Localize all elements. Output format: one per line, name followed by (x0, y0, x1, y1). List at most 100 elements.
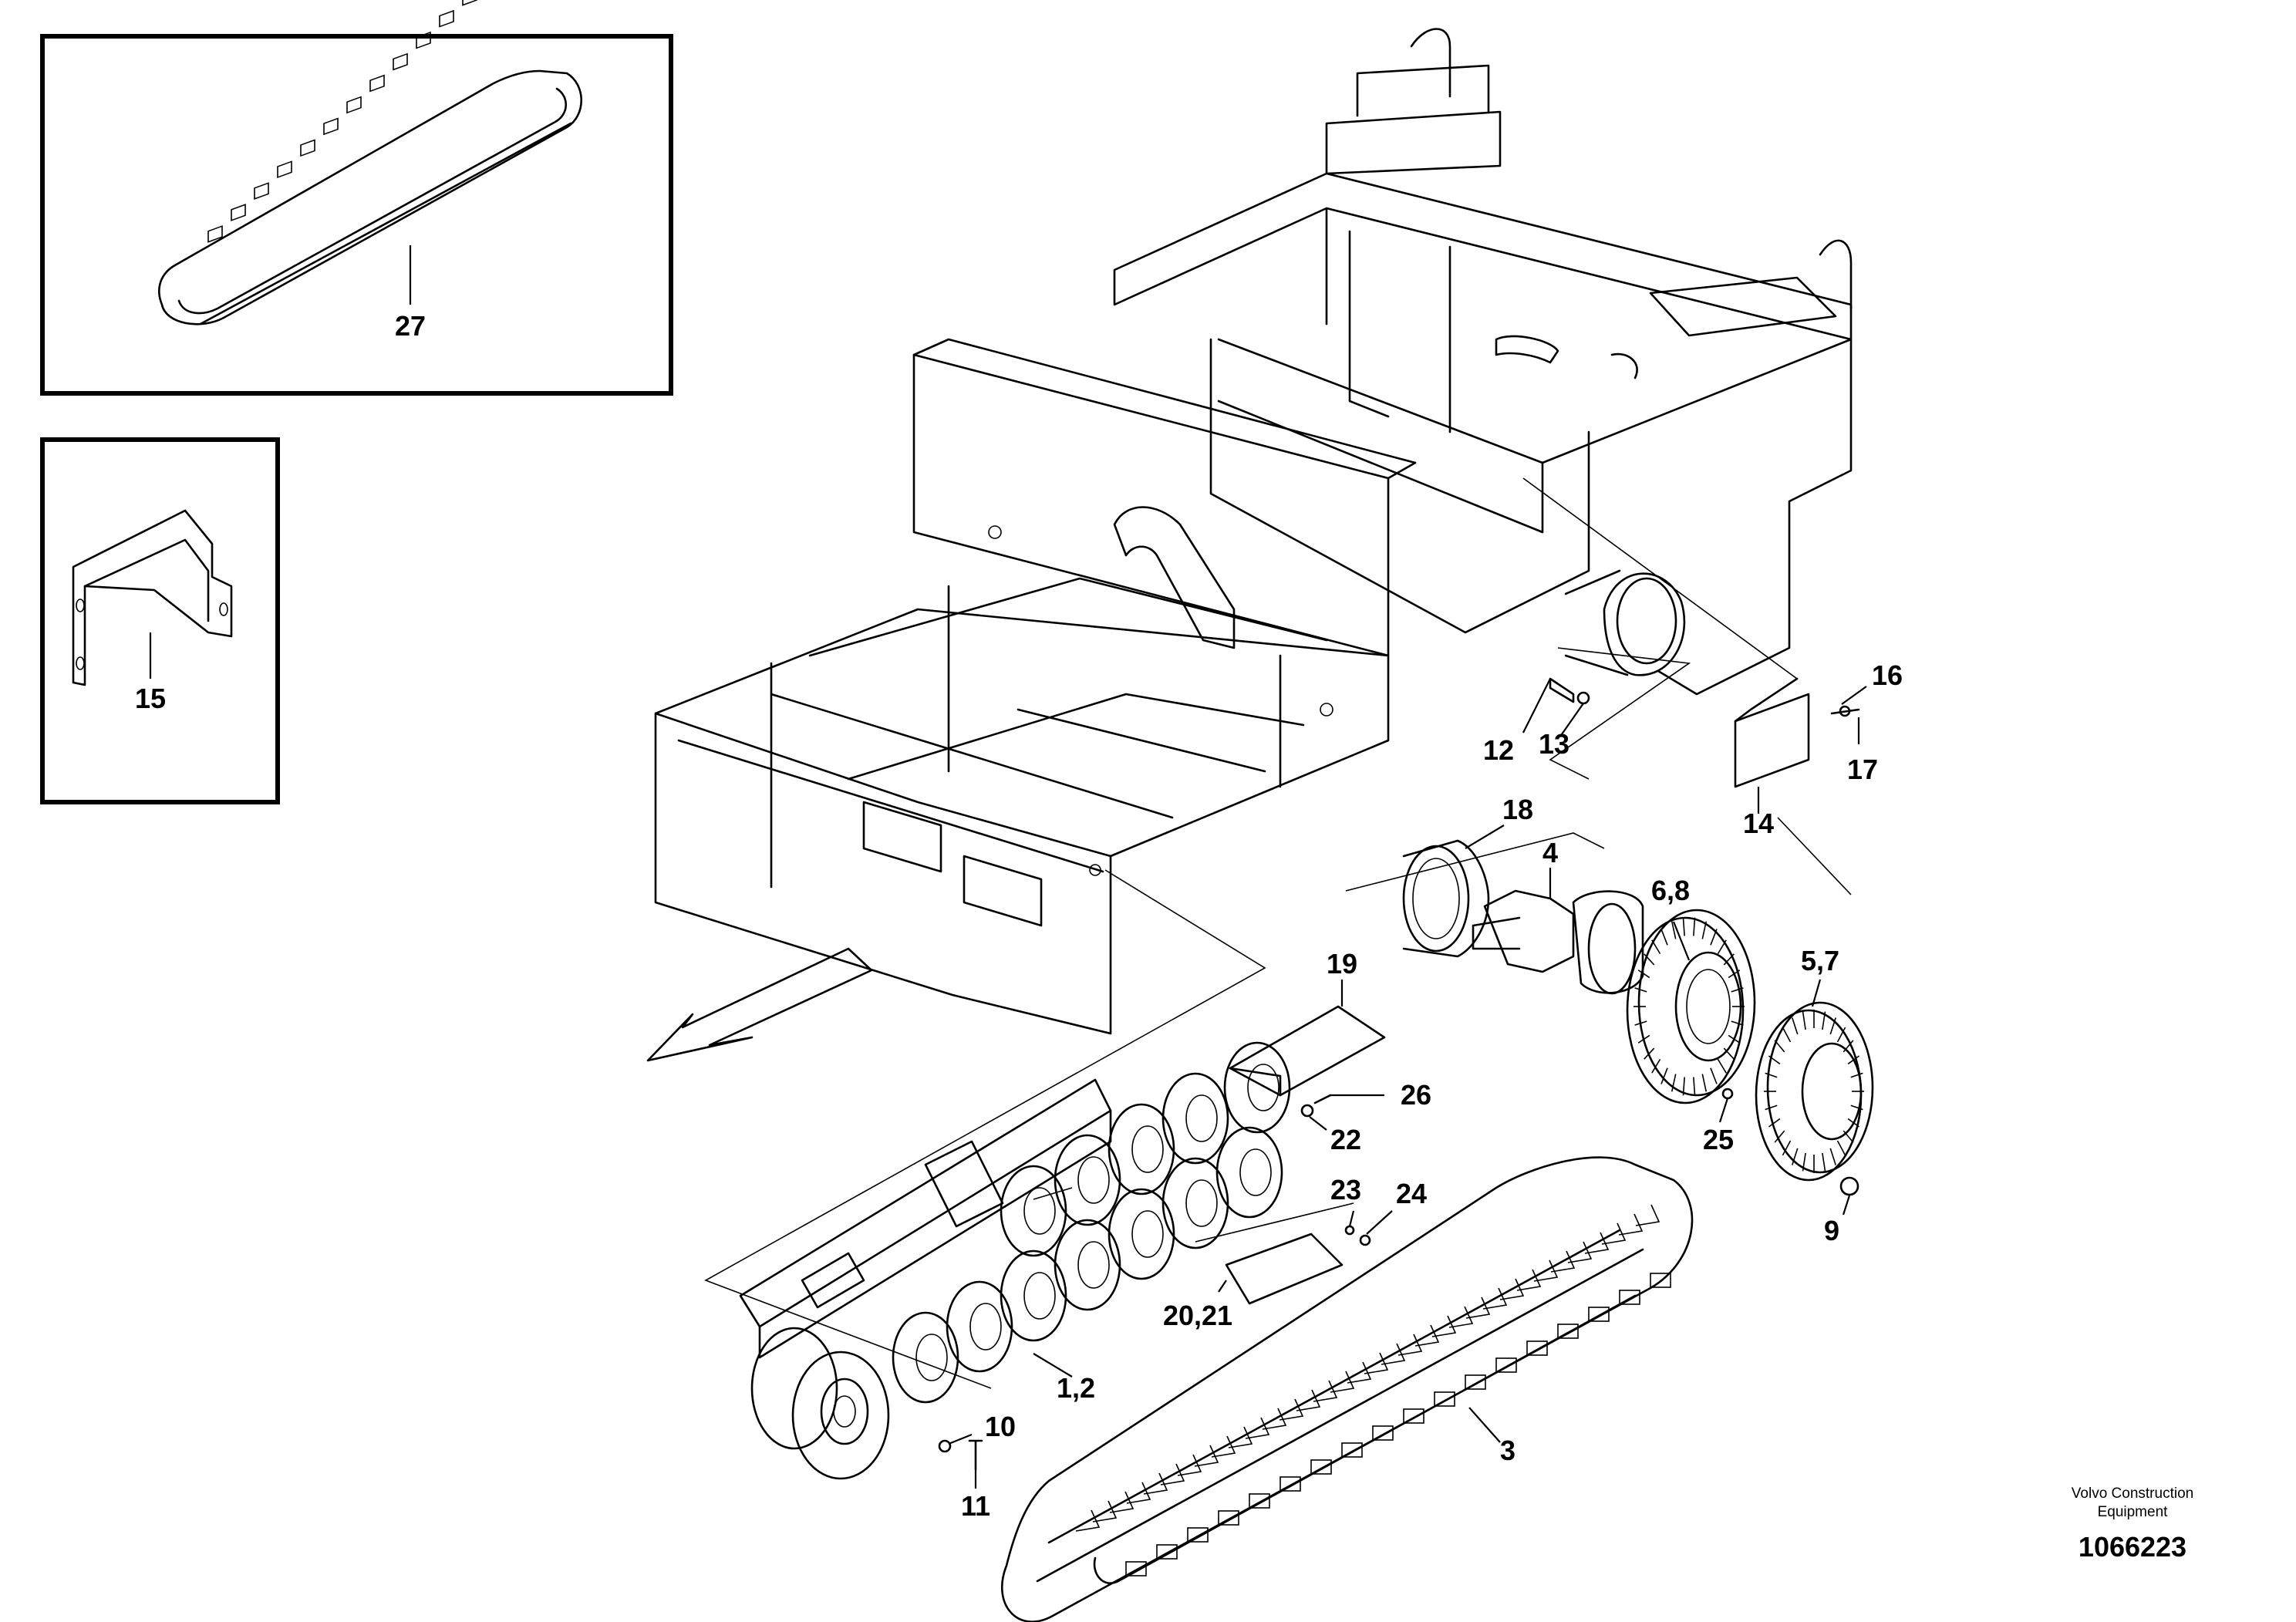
track-roller (1161, 1157, 1229, 1249)
track-tread-chevron (1465, 1297, 1491, 1319)
sprocket-tooth (1836, 1140, 1846, 1156)
sprocket-tooth (1644, 1047, 1655, 1060)
track-roller-hub (1185, 1094, 1218, 1142)
sprocket-tooth (1671, 921, 1677, 939)
bolt-12-13 (1549, 677, 1590, 705)
track-tread-chevron (1381, 1343, 1406, 1365)
track-guide-lug (1403, 1408, 1424, 1424)
sprocket-tooth (1682, 917, 1685, 936)
front-idler (750, 1327, 890, 1480)
sprocket-tooth (1634, 987, 1647, 993)
track-tread-chevron (1330, 1371, 1355, 1393)
forward-direction-arrow (646, 947, 873, 1062)
chassis-frame (654, 28, 1853, 1035)
sprocket-tooth (1637, 1034, 1650, 1044)
sprocket-tooth (1802, 1011, 1806, 1030)
track-tread-chevron (1364, 1352, 1389, 1374)
track-guide-lug (1495, 1357, 1517, 1373)
sprocket-tooth (1843, 1040, 1854, 1053)
inset-bracket-drawing (72, 509, 233, 686)
drive-sprocket-5-7 (1755, 1001, 1874, 1182)
callout-11: 11 (961, 1490, 990, 1522)
inset-track-lug (416, 31, 431, 49)
track-cover-19 (1229, 1005, 1386, 1097)
sprocket-tooth (1660, 1067, 1668, 1084)
drive-sprocket-6-8 (1626, 909, 1756, 1104)
inset-track-lug (393, 52, 408, 71)
washer-22 (1300, 1104, 1314, 1118)
callout-24: 24 (1396, 1178, 1427, 1209)
inset-track-lug (300, 139, 315, 157)
inset-track-lug (254, 182, 269, 200)
callout-5-7: 5,7 (1801, 945, 1839, 976)
inset-track-lug (462, 0, 477, 6)
sprocket-tooth (1792, 1017, 1799, 1035)
callout-10: 10 (985, 1411, 1016, 1442)
callout-25: 25 (1703, 1124, 1734, 1155)
track-roller-hub (1247, 1064, 1279, 1111)
sprocket-tooth (1637, 969, 1650, 979)
callout-13: 13 (1539, 728, 1569, 760)
callout-27: 27 (395, 310, 426, 342)
bolt-16-17 (1830, 705, 1860, 717)
track-tread-chevron (1075, 1509, 1101, 1532)
track-roller (1108, 1188, 1175, 1280)
bolt-23 (1344, 1225, 1355, 1236)
sprocket-tooth (1693, 917, 1696, 936)
sprocket-tooth (1850, 1072, 1863, 1078)
inset-track-lug (439, 9, 454, 28)
track-roller-hub (915, 1334, 948, 1381)
track-guide-lug (1218, 1510, 1239, 1526)
track-tread-chevron (1143, 1472, 1168, 1495)
track-tread-chevron (1126, 1482, 1151, 1504)
track-roller-hub (1023, 1272, 1056, 1320)
inset-bracket-15: 15 (40, 437, 280, 804)
track-tread-chevron (1347, 1361, 1372, 1384)
sprocket-tooth (1847, 1055, 1860, 1065)
sprocket-tooth (1728, 969, 1741, 979)
bolt-11 (968, 1439, 983, 1471)
sprocket-tooth (1822, 1011, 1826, 1030)
track-roller (946, 1280, 1013, 1373)
sprocket-tooth (1651, 939, 1661, 955)
inset-track-lug (231, 204, 246, 221)
track-guide-lug (1310, 1459, 1332, 1475)
track-guide-lug (1125, 1561, 1147, 1576)
track-roller-hub (969, 1303, 1002, 1351)
nut-9 (1839, 1176, 1859, 1196)
sprocket-tooth (1768, 1055, 1781, 1065)
bearing-ring-18 (1402, 839, 1490, 958)
track-tread-chevron (1279, 1398, 1304, 1421)
track-roller (1108, 1103, 1175, 1195)
callout-1-2: 1,2 (1057, 1372, 1095, 1404)
callout-3: 3 (1500, 1435, 1515, 1466)
track-tread-chevron (1228, 1426, 1253, 1448)
track-roller-hub (1239, 1148, 1272, 1196)
track-tread-chevron (1245, 1417, 1270, 1439)
callout-20-21: 20,21 (1163, 1300, 1232, 1331)
inset-track-27: 27 (40, 0, 673, 396)
sprocket-tooth (1802, 1152, 1806, 1172)
publisher-caption-line2: Equipment (2098, 1504, 2169, 1520)
bolt-26 (1313, 1094, 1332, 1104)
inset-track-lug (369, 74, 385, 93)
document-number: 1066223 (2079, 1531, 2186, 1563)
sprocket-tooth (1693, 1077, 1696, 1096)
sprocket-tooth (1765, 1072, 1778, 1078)
inset-track-lug (207, 225, 223, 243)
callout-4: 4 (1542, 837, 1558, 868)
sprocket-tooth (1723, 953, 1735, 966)
sprocket-tooth (1728, 1034, 1741, 1044)
rubber-track-3 (1001, 1156, 1694, 1622)
callout-15: 15 (135, 683, 166, 714)
undercarriage-roller-frame (739, 1078, 1112, 1359)
track-tread-chevron (1499, 1278, 1525, 1300)
track-tread-chevron (1567, 1241, 1593, 1263)
sprocket-tooth (1768, 1118, 1781, 1128)
callout-17: 17 (1847, 754, 1878, 785)
track-roller-hub (1131, 1125, 1164, 1173)
sprocket-tooth (1651, 1058, 1661, 1074)
track-roller (1215, 1126, 1283, 1219)
track-tread-chevron (1448, 1306, 1474, 1328)
